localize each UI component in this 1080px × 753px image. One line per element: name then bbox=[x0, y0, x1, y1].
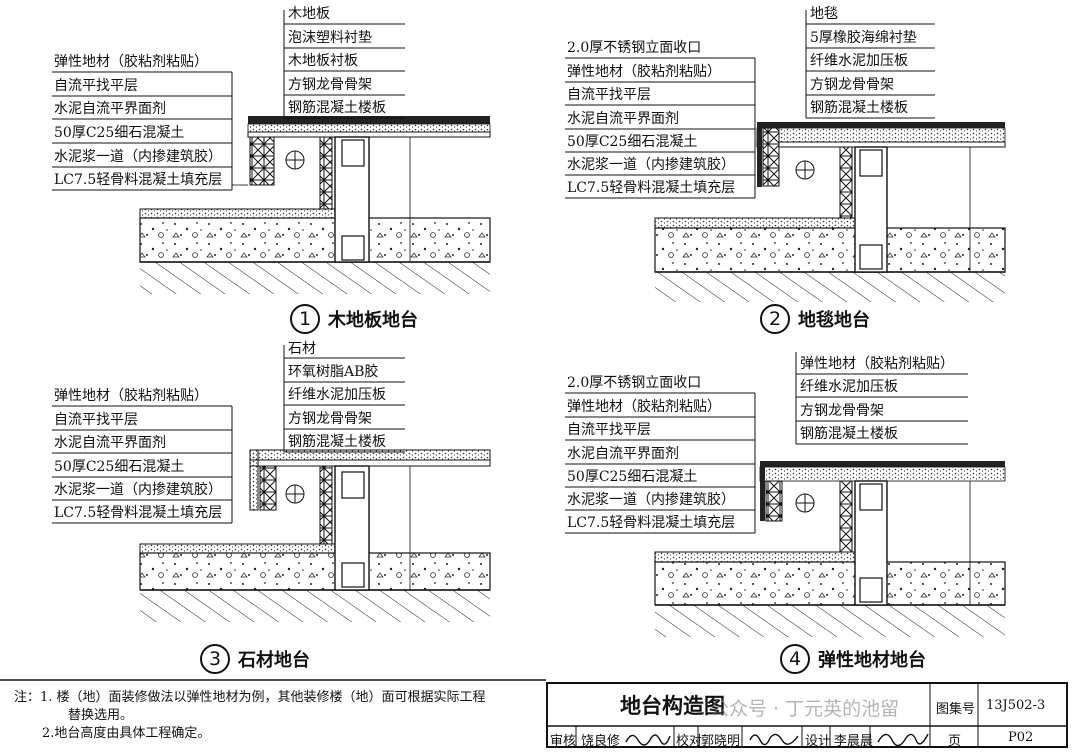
detail-4-section bbox=[654, 461, 1006, 637]
d3-number-circle: 3 bbox=[200, 644, 230, 674]
d4-number-circle: 4 bbox=[780, 644, 810, 674]
d3-right-label-3: 纤维水泥加压板 bbox=[288, 387, 386, 403]
d1-right-label-4: 方钢龙骨骨架 bbox=[288, 77, 372, 93]
d3-caption: 3 石材地台 bbox=[200, 644, 310, 674]
note-1-cont: 替换选用。 bbox=[68, 708, 134, 723]
d3-right-label-4: 方钢龙骨骨架 bbox=[288, 411, 372, 427]
d1-right-label-5: 钢筋混凝土楼板 bbox=[288, 100, 386, 116]
d3-left-label-4: 50厚C25细石混凝土 bbox=[54, 459, 185, 475]
review-name: 饶良修 bbox=[581, 734, 621, 749]
d2-title: 地毯地台 bbox=[798, 310, 870, 331]
d1-left-label-1: 弹性地材（胶粘剂粘贴） bbox=[54, 54, 208, 70]
atlas-value: 13J502-3 bbox=[986, 698, 1046, 713]
d3-left-label-6: LC7.5轻骨料混凝土填充层 bbox=[54, 505, 223, 521]
design-signature bbox=[877, 733, 929, 747]
d1-right-label-1: 木地板 bbox=[288, 6, 330, 22]
detail-3-section bbox=[139, 449, 491, 622]
d4-left-label-3: 自流平找平层 bbox=[567, 422, 651, 438]
d4-left-label-6: 水泥浆一道（内掺建筑胶） bbox=[567, 492, 735, 508]
d4-left-label-5: 50厚C25细石混凝土 bbox=[567, 469, 698, 485]
review-label: 审核 bbox=[550, 734, 577, 749]
d3-right-label-5: 钢筋混凝土楼板 bbox=[288, 434, 386, 450]
page-value: P02 bbox=[1008, 730, 1034, 745]
d4-right-label-1: 弹性地材（胶粘剂粘贴） bbox=[800, 356, 954, 372]
d2-right-label-3: 纤维水泥加压板 bbox=[810, 53, 908, 69]
d2-left-label-4: 水泥自流平界面剂 bbox=[567, 111, 679, 127]
d4-right-label-4: 钢筋混凝土楼板 bbox=[800, 426, 898, 442]
d4-left-label-1: 2.0厚不锈钢立面收口 bbox=[567, 375, 702, 391]
d3-left-label-3: 水泥自流平界面剂 bbox=[54, 435, 166, 451]
note-1: 注：1. 楼（地）面装修做法以弹性地材为例，其他装修楼（地）面可根据实际工程 bbox=[14, 690, 486, 705]
check-name: 郭晓明 bbox=[701, 734, 741, 749]
title-block: 地台构造图 图集号 13J502-3 页 P02 审核 饶良修 校对 郭晓明 设… bbox=[546, 682, 1068, 749]
d2-left-label-6: 水泥浆一道（内掺建筑胶） bbox=[567, 157, 735, 173]
d2-right-label-2: 5厚橡胶海绵衬垫 bbox=[810, 30, 917, 46]
d4-right-label-2: 纤维水泥加压板 bbox=[800, 379, 898, 395]
d1-right-label-3: 木地板衬板 bbox=[288, 53, 358, 69]
d1-right-label-2: 泡沫塑料衬垫 bbox=[288, 30, 372, 46]
d3-left-label-2: 自流平找平层 bbox=[54, 412, 138, 428]
d2-left-label-1: 2.0厚不锈钢立面收口 bbox=[567, 40, 702, 56]
d2-left-label-3: 自流平找平层 bbox=[567, 87, 651, 103]
d2-right-label-4: 方钢龙骨骨架 bbox=[810, 77, 894, 93]
d3-title: 石材地台 bbox=[238, 650, 310, 671]
d3-left-label-1: 弹性地材（胶粘剂粘贴） bbox=[54, 388, 208, 404]
d2-right-label-5: 钢筋混凝土楼板 bbox=[810, 100, 908, 116]
watermark: 公众号 · 丁元英的池留 bbox=[710, 698, 900, 720]
d4-right-label-3: 方钢龙骨骨架 bbox=[800, 403, 884, 419]
d1-number-circle: 1 bbox=[290, 304, 320, 334]
d2-right-label-1: 地毯 bbox=[810, 6, 838, 22]
d1-left-label-4: 50厚C25细石混凝土 bbox=[54, 125, 185, 141]
check-label: 校对 bbox=[676, 734, 703, 749]
d1-left-label-3: 水泥自流平界面剂 bbox=[54, 101, 166, 117]
design-name: 李晨晨 bbox=[834, 734, 874, 749]
d2-left-label-7: LC7.5轻骨料混凝土填充层 bbox=[567, 180, 736, 196]
d4-title: 弹性地材地台 bbox=[818, 650, 926, 671]
d1-left-label-2: 自流平找平层 bbox=[54, 78, 138, 94]
design-label: 设计 bbox=[805, 734, 832, 749]
d1-left-label-5: 水泥浆一道（内掺建筑胶） bbox=[54, 149, 222, 165]
d3-right-label-2: 环氧树脂AB胶 bbox=[288, 364, 379, 380]
d1-left-label-6: LC7.5轻骨料混凝土填充层 bbox=[54, 172, 223, 188]
d2-left-label-5: 50厚C25细石混凝土 bbox=[567, 134, 698, 150]
drawing-title: 地台构造图 bbox=[620, 694, 725, 718]
d2-caption: 2 地毯地台 bbox=[760, 304, 870, 334]
d4-caption: 4 弹性地材地台 bbox=[780, 644, 926, 674]
page-label: 页 bbox=[948, 734, 962, 749]
d3-left-label-5: 水泥浆一道（内掺建筑胶） bbox=[54, 482, 222, 498]
d1-title: 木地板地台 bbox=[328, 310, 418, 331]
d3-right-label-1: 石材 bbox=[288, 341, 316, 357]
d2-number-circle: 2 bbox=[760, 304, 790, 334]
check-signature bbox=[749, 733, 799, 746]
review-signature bbox=[625, 734, 671, 746]
leader-lines bbox=[52, 10, 968, 534]
d4-left-label-4: 水泥自流平界面剂 bbox=[567, 446, 679, 462]
notes: 注：1. 楼（地）面装修做法以弹性地材为例，其他装修楼（地）面可根据实际工程 替… bbox=[14, 689, 486, 743]
title-block-grid bbox=[546, 682, 1068, 748]
d1-caption: 1 木地板地台 bbox=[290, 304, 418, 334]
atlas-label: 图集号 bbox=[936, 702, 976, 717]
d2-left-label-2: 弹性地材（胶粘剂粘贴） bbox=[567, 64, 721, 80]
note-2: 2.地台高度由具体工程确定。 bbox=[42, 726, 211, 741]
detail-2-section bbox=[654, 122, 1006, 302]
detail-1-section bbox=[139, 116, 491, 294]
d4-left-label-2: 弹性地材（胶粘剂粘贴） bbox=[567, 399, 721, 415]
d4-left-label-7: LC7.5轻骨料混凝土填充层 bbox=[567, 515, 736, 531]
